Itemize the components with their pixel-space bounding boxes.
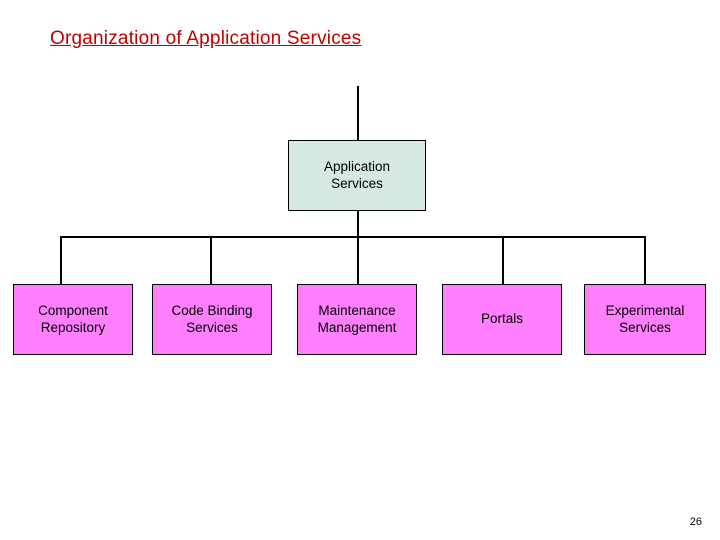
page-number: 26: [689, 516, 702, 528]
connector-drop-1: [60, 236, 62, 284]
node-experimental-services[interactable]: Experimental Services: [584, 284, 706, 355]
connector-drop-4: [502, 236, 504, 284]
node-component-repository-line2: Repository: [40, 319, 106, 335]
node-portals[interactable]: Portals: [442, 284, 562, 355]
node-maintenance-management-line2: Management: [317, 319, 397, 335]
connector-drop-3: [357, 236, 359, 284]
connector-drop-2: [210, 236, 212, 284]
page-title: Organization of Application Services: [50, 28, 362, 49]
node-experimental-services-line2: Services: [619, 319, 671, 335]
node-code-binding-services-line1: Code Binding: [171, 302, 253, 318]
connector-horizontal-bus: [60, 236, 644, 238]
connector-drop-5: [644, 236, 646, 284]
connector-root-stem: [357, 211, 359, 237]
node-application-services-line1: Application: [323, 158, 391, 174]
node-maintenance-management-line1: Maintenance: [318, 302, 396, 318]
node-component-repository-line1: Component: [38, 302, 108, 318]
node-code-binding-services[interactable]: Code Binding Services: [152, 284, 272, 355]
node-experimental-services-line1: Experimental: [605, 302, 685, 318]
connector-top-stem: [357, 86, 359, 140]
node-code-binding-services-line2: Services: [186, 319, 238, 335]
node-portals-line1: Portals: [480, 311, 524, 327]
node-application-services[interactable]: Application Services: [288, 140, 426, 211]
node-component-repository[interactable]: Component Repository: [13, 284, 133, 355]
node-application-services-line2: Services: [331, 175, 383, 191]
node-maintenance-management[interactable]: Maintenance Management: [297, 284, 417, 355]
